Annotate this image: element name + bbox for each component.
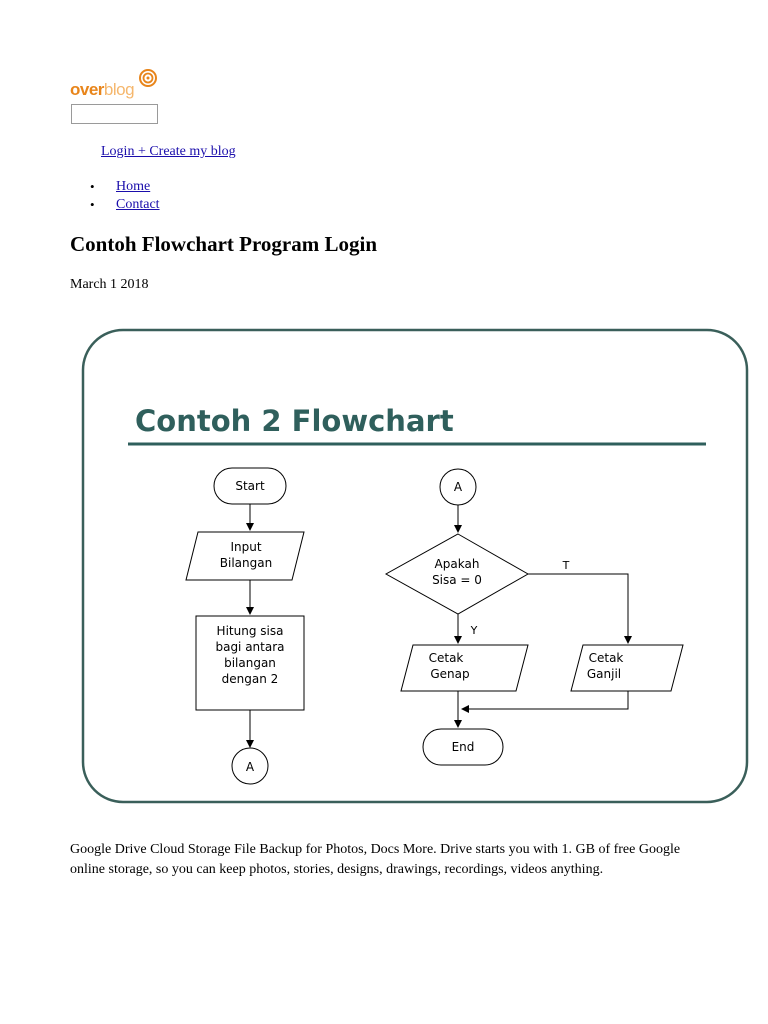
connector-a-right-label: A — [454, 480, 463, 494]
post-body: Google Drive Cloud Storage File Backup f… — [70, 842, 681, 877]
figure-heading: Contoh 2 Flowchart — [135, 404, 454, 438]
arrow-no-branch — [528, 573, 632, 644]
print-even-parallelogram — [400, 644, 529, 692]
process-line2: bagi antara — [215, 640, 284, 654]
logo-word-over: over — [70, 80, 104, 99]
login-create-blog-link[interactable]: Login + Create my blog — [101, 144, 236, 159]
process-line4: dengan 2 — [222, 672, 279, 686]
swirl-icon — [139, 69, 157, 87]
post-date: March 1 2018 — [70, 277, 149, 292]
decision-line1: Apakah — [435, 557, 480, 571]
logo-word-blog: blog — [103, 80, 135, 99]
input-parallelogram — [185, 531, 305, 581]
print-odd-parallelogram — [570, 644, 684, 692]
bullet-icon: • — [90, 179, 95, 194]
input-label-line1: Input — [230, 540, 261, 554]
print-even-line2: Genap — [430, 667, 469, 681]
arrow-odd-merge — [461, 691, 629, 713]
print-odd-line2: Ganjil — [587, 667, 621, 681]
print-even-line1: Cetak — [429, 651, 464, 665]
print-odd-line1: Cetak — [589, 651, 624, 665]
post-title: Contoh Flowchart Program Login — [70, 232, 378, 256]
bullet-icon: • — [90, 197, 95, 212]
main-nav: • Home • Contact — [70, 178, 160, 214]
start-label: Start — [235, 479, 265, 493]
overblog-logo[interactable]: overblog — [70, 69, 170, 104]
end-label: End — [452, 740, 475, 754]
logo-wordmark: overblog — [70, 80, 135, 100]
nav-item-contact: • Contact — [70, 196, 160, 214]
no-label: T — [562, 559, 570, 572]
flowchart-figure: Contoh 2 Flowchart Start Input Bilangan … — [81, 328, 749, 804]
nav-link-contact[interactable]: Contact — [116, 197, 160, 212]
search-input[interactable] — [71, 104, 158, 124]
yes-label: Y — [470, 624, 478, 637]
process-line3: bilangan — [224, 656, 276, 670]
connector-a-left — [231, 747, 269, 785]
process-box — [195, 615, 305, 711]
decision-line2: Sisa = 0 — [432, 573, 482, 587]
input-label-line2: Bilangan — [220, 556, 272, 570]
end-terminator — [422, 728, 504, 766]
nav-link-home[interactable]: Home — [116, 179, 151, 194]
connector-a-left-label: A — [246, 760, 255, 774]
nav-item-home: • Home — [70, 178, 160, 196]
process-line1: Hitung sisa — [217, 624, 284, 638]
